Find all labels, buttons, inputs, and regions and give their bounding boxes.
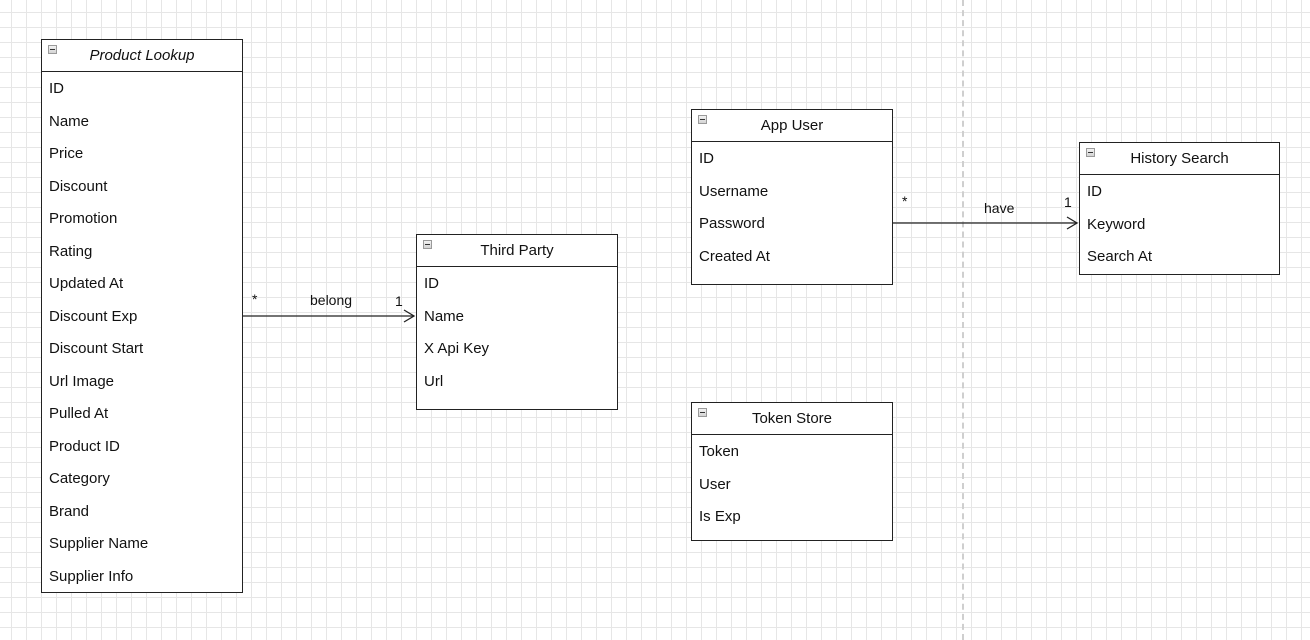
belong-target-multiplicity: 1: [395, 293, 403, 309]
attribute-supplier-info[interactable]: Supplier Info: [49, 567, 134, 585]
class-title: App User: [760, 117, 824, 134]
attribute-updated-at[interactable]: Updated At: [49, 275, 124, 292]
attribute-id[interactable]: ID: [424, 275, 439, 292]
attribute-is-exp[interactable]: Is Exp: [699, 508, 741, 525]
class-title: Third Party: [480, 242, 554, 259]
attribute-discount[interactable]: Discount: [49, 177, 108, 195]
class-title: History Search: [1130, 150, 1229, 167]
attribute-name[interactable]: Name: [49, 112, 90, 130]
class-header[interactable]: Token Store: [692, 403, 892, 435]
collapse-icon[interactable]: [48, 45, 57, 54]
belong-source-multiplicity: *: [252, 291, 258, 307]
class-app-user[interactable]: App User ID Username Password Created At: [691, 109, 893, 285]
attribute-rating[interactable]: Rating: [49, 242, 93, 260]
attribute-name[interactable]: Name: [424, 307, 465, 325]
attribute-supplier-name[interactable]: Supplier Name: [49, 535, 149, 552]
class-third-party[interactable]: Third Party ID Name X Api Key Url: [416, 234, 618, 410]
attribute-product-id[interactable]: Product ID: [49, 437, 120, 455]
collapse-icon[interactable]: [698, 115, 707, 124]
attribute-keyword[interactable]: Keyword: [1087, 215, 1146, 233]
attribute-id[interactable]: ID: [699, 150, 714, 167]
class-title: Token Store: [751, 410, 833, 427]
class-header[interactable]: History Search: [1080, 143, 1279, 175]
collapse-icon[interactable]: [698, 408, 707, 417]
have-label[interactable]: have: [984, 200, 1015, 216]
attribute-id[interactable]: ID: [49, 80, 64, 97]
attribute-category[interactable]: Category: [49, 470, 110, 487]
collapse-icon[interactable]: [423, 240, 432, 249]
attribute-search-at[interactable]: Search At: [1087, 248, 1153, 265]
class-header[interactable]: App User: [692, 110, 892, 142]
arrowhead-icon: [1066, 216, 1079, 230]
attribute-promotion[interactable]: Promotion: [49, 210, 118, 227]
attribute-user[interactable]: User: [699, 475, 731, 493]
attribute-price[interactable]: Price: [49, 145, 84, 162]
attribute-token[interactable]: Token: [699, 443, 740, 460]
class-token-store[interactable]: Token Store Token User Is Exp: [691, 402, 893, 541]
arrowhead-icon: [403, 309, 416, 323]
attribute-pulled-at[interactable]: Pulled At: [49, 405, 109, 422]
attribute-url-image[interactable]: Url Image: [49, 372, 115, 390]
have-source-multiplicity: *: [902, 193, 908, 209]
attribute-id[interactable]: ID: [1087, 183, 1102, 200]
attribute-x-api-key[interactable]: X Api Key: [424, 340, 490, 357]
attribute-discount-start[interactable]: Discount Start: [49, 340, 144, 357]
class-title: Product Lookup: [89, 47, 195, 64]
class-header[interactable]: Product Lookup: [42, 40, 242, 72]
class-header[interactable]: Third Party: [417, 235, 617, 267]
attribute-discount-exp[interactable]: Discount Exp: [49, 307, 138, 325]
class-product-lookup[interactable]: Product Lookup ID Name Price Discount Pr…: [41, 39, 243, 593]
attribute-brand[interactable]: Brand: [49, 502, 90, 520]
association-have-edge[interactable]: [893, 216, 1079, 230]
attribute-url[interactable]: Url: [424, 372, 444, 390]
association-belong-edge[interactable]: [243, 309, 416, 323]
attribute-created-at[interactable]: Created At: [699, 247, 770, 265]
attribute-username[interactable]: Username: [699, 182, 769, 200]
collapse-icon[interactable]: [1086, 148, 1095, 157]
page-divider: [962, 0, 964, 640]
have-target-multiplicity: 1: [1064, 194, 1072, 210]
class-history-search[interactable]: History Search ID Keyword Search At: [1079, 142, 1280, 275]
attribute-password[interactable]: Password: [699, 215, 765, 232]
belong-label[interactable]: belong: [310, 292, 353, 308]
